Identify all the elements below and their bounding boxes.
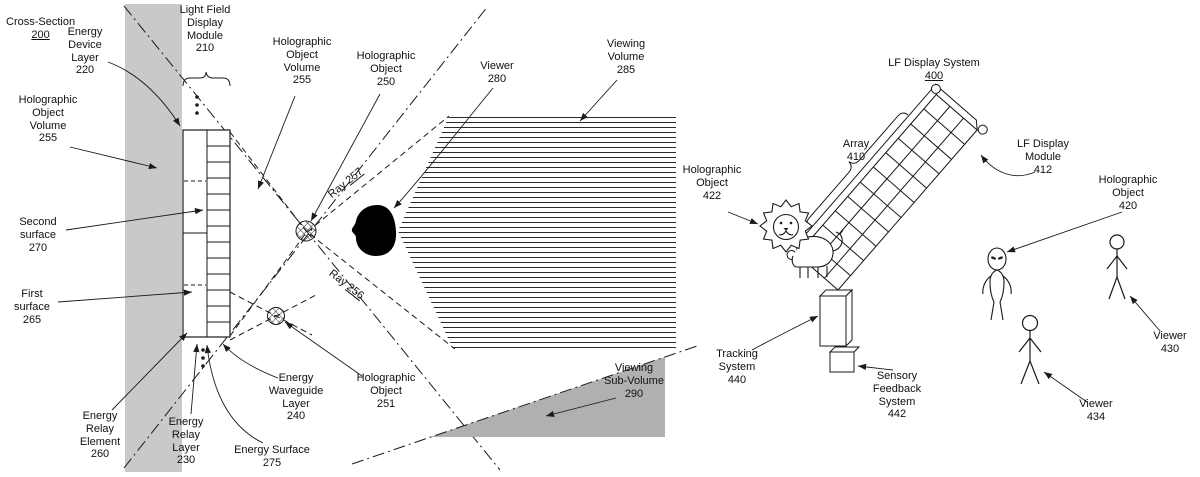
label-holographic-object-251: Holographic Object 251: [356, 372, 416, 410]
label-holographic-object-250: Holographic Object 250: [356, 50, 416, 88]
viewer-head-silhouette: [351, 205, 397, 256]
leader-lines-left: [57, 61, 618, 444]
label-lf-display-module-412: LF Display Module 412: [1017, 138, 1069, 176]
module-brace: [182, 71, 231, 87]
viewer-430-figure: [1106, 234, 1128, 300]
label-holographic-object-422: Holographic Object 422: [682, 164, 742, 202]
tracking-system-shape: [818, 288, 854, 348]
label-holographic-object-volume-left: Holographic Object Volume 255: [18, 94, 78, 145]
label-sensory-feedback-system-442: Sensory Feedback System 442: [872, 370, 922, 421]
label-tracking-system-440: Tracking System 440: [716, 348, 758, 386]
label-viewer-430: Viewer 430: [1153, 330, 1187, 355]
label-second-surface-270: Second surface 270: [19, 216, 57, 254]
lf-display-array-shape: [786, 83, 988, 301]
figure-lf-display-system: [727, 83, 1161, 403]
holographic-object-volume-band: [125, 4, 182, 472]
lf-display-system-title: LF Display System: [888, 56, 980, 69]
label-holographic-object-420: Holographic Object 420: [1098, 174, 1158, 212]
label-viewer-434: Viewer 434: [1079, 398, 1113, 423]
cross-section-title: Cross-Section: [6, 15, 76, 28]
viewer-434-figure: [1018, 314, 1042, 385]
holographic-object-250-shape: [295, 220, 317, 242]
array-brace: [806, 112, 909, 229]
label-energy-device-layer: Energy Device Layer 220: [67, 26, 103, 77]
label-cross-section: Cross-Section 200: [6, 3, 75, 54]
label-energy-relay-layer-230: Energy Relay Layer 230: [168, 416, 204, 467]
label-energy-relay-element-260: Energy Relay Element 260: [79, 410, 121, 461]
label-light-field-display-module: Light Field Display Module 210: [179, 4, 231, 55]
ellipsis-dots: [195, 95, 205, 368]
sub-volume-boundary-line: [351, 344, 701, 465]
label-energy-surface-275: Energy Surface 275: [234, 444, 310, 469]
label-holographic-object-volume-top: Holographic Object Volume 255: [272, 36, 332, 87]
lion-illustration: [759, 199, 844, 278]
label-viewing-sub-volume-290: Viewing Sub-Volume 290: [604, 362, 664, 400]
holographic-object-251-shape: [267, 307, 285, 325]
label-first-surface-265: First surface 265: [13, 288, 51, 326]
figure-cross-section: [57, 4, 701, 472]
label-array-410: Array 410: [842, 138, 870, 163]
cross-section-num: 200: [31, 28, 50, 41]
label-viewer-280: Viewer 280: [480, 60, 514, 85]
sensory-feedback-shape: [828, 346, 861, 373]
display-module-shape: [182, 129, 231, 338]
lf-display-system-num: 400: [924, 69, 944, 82]
alien-figure: [982, 247, 1012, 321]
label-lf-display-system: LF Display System 400: [888, 44, 980, 95]
label-energy-waveguide-layer-240: Energy Waveguide Layer 240: [268, 372, 324, 423]
leader-lines-right: [727, 154, 1161, 403]
viewing-volume-hatch: [398, 116, 676, 349]
label-viewing-volume-285: Viewing Volume 285: [606, 38, 646, 76]
